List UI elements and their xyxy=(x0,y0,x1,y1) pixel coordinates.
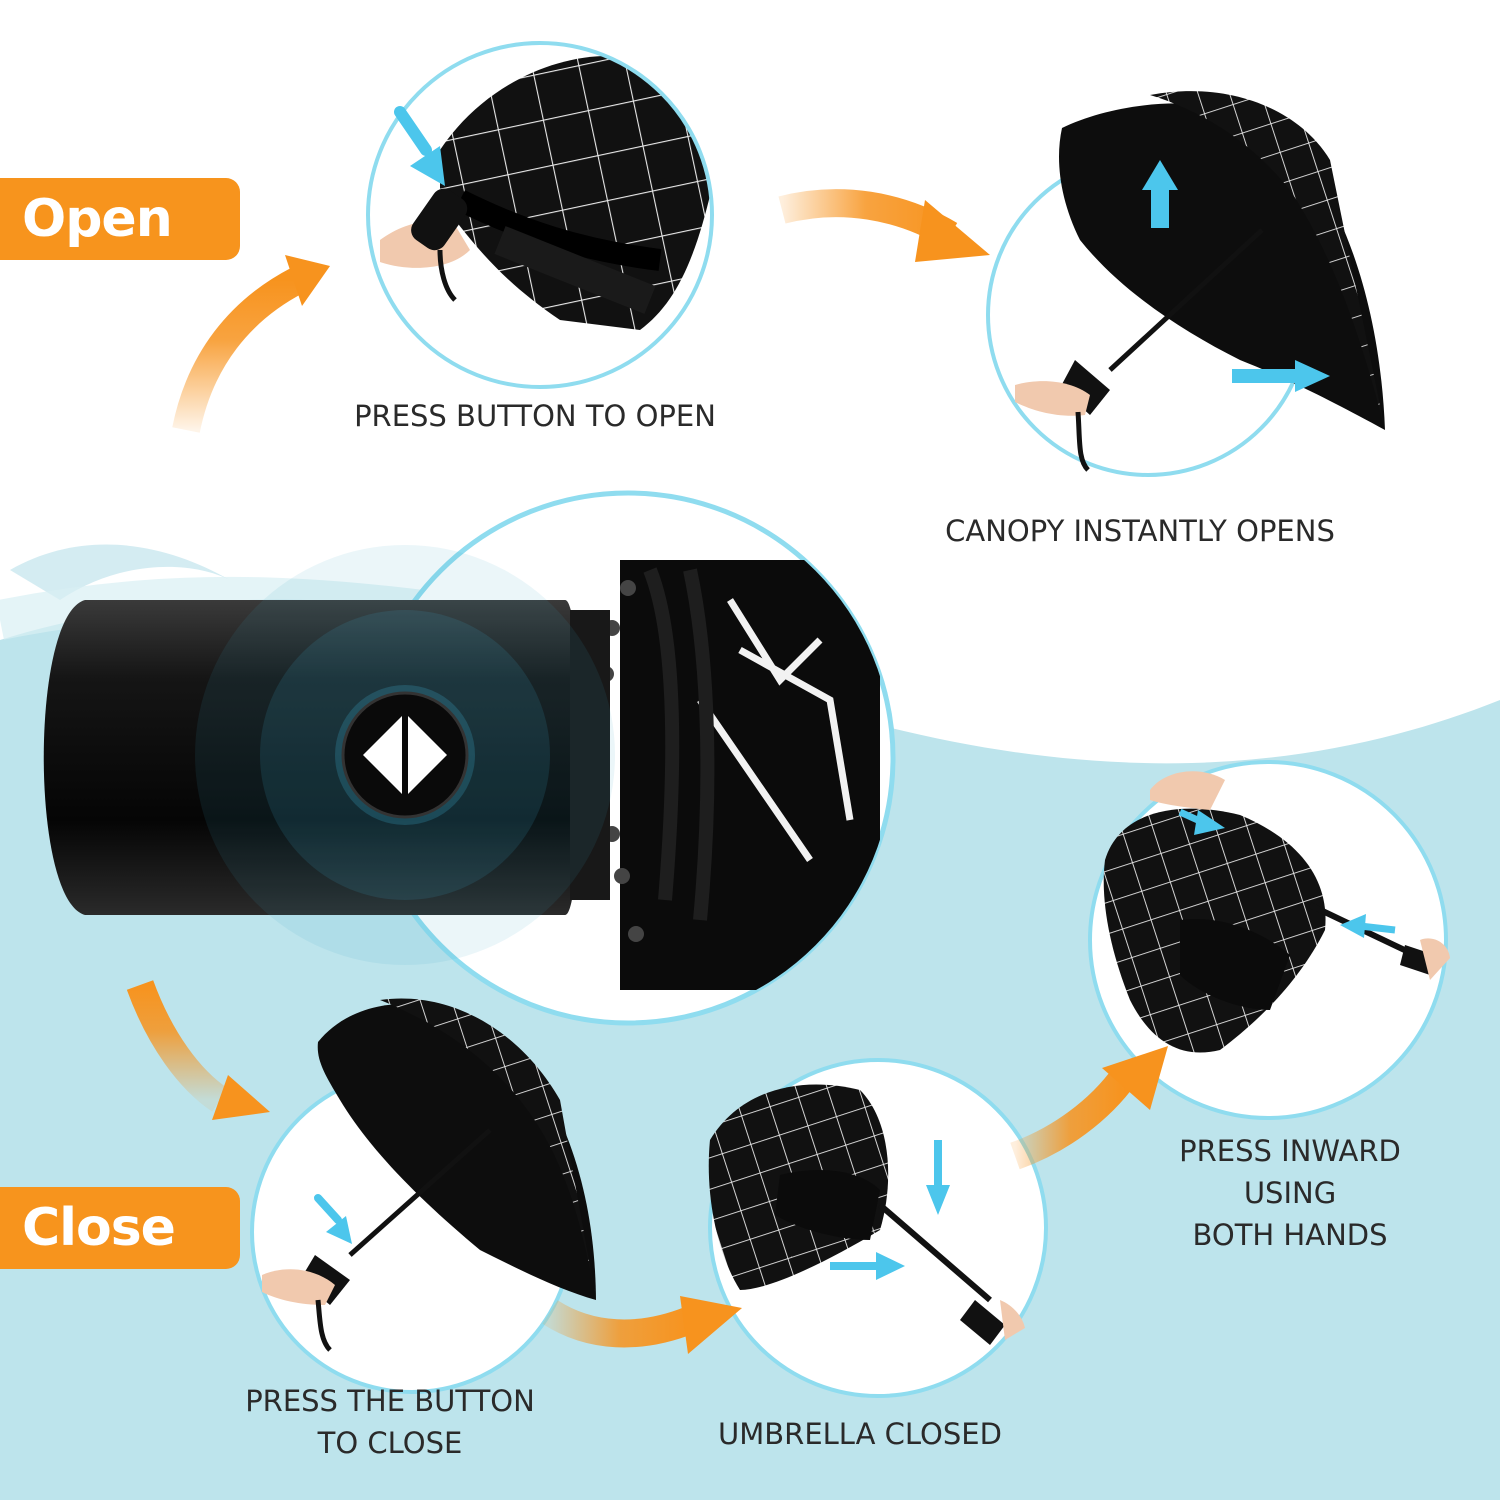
close-label: Close xyxy=(22,1198,176,1258)
open-label-badge: Open xyxy=(0,178,240,260)
handle-closeup-image xyxy=(43,490,896,1026)
close-label-badge: Close xyxy=(0,1187,240,1269)
caption-press-close: PRESS THE BUTTON TO CLOSE xyxy=(245,1384,535,1460)
caption-umbrella-closed: UMBRELLA CLOSED xyxy=(718,1417,1002,1451)
step-press-close-image xyxy=(250,998,596,1394)
open-label: Open xyxy=(22,189,173,249)
wave-crest xyxy=(10,544,230,600)
step-press-inward-image xyxy=(1088,760,1450,1120)
caption-press-inward: PRESS INWARD USING BOTH HANDS xyxy=(1179,1134,1401,1252)
caption-press-open: PRESS BUTTON TO OPEN xyxy=(354,399,716,433)
step-canopy-opens-image xyxy=(986,91,1385,477)
caption-canopy-opens: CANOPY INSTANTLY OPENS xyxy=(945,514,1335,548)
curved-arrow-icon xyxy=(126,189,1168,1354)
step-umbrella-closed-image xyxy=(708,1058,1048,1398)
step-press-open-image xyxy=(366,41,714,389)
handle-body xyxy=(43,600,580,915)
